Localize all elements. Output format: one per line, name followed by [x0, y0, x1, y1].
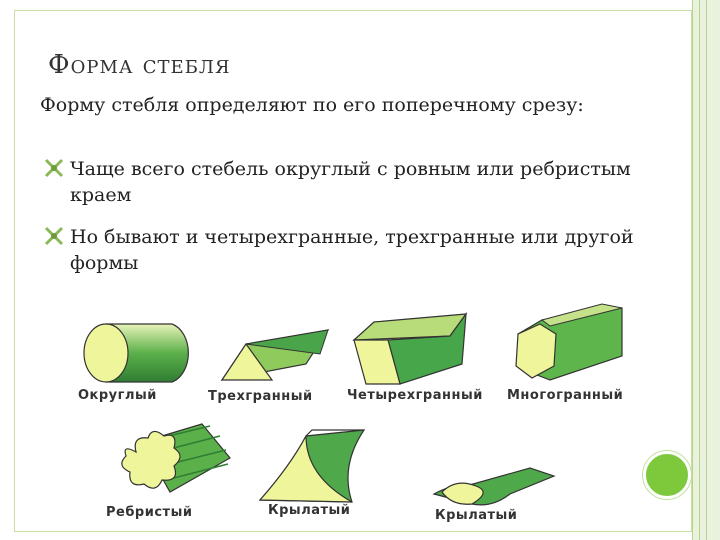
cylinder-stem-icon: [83, 323, 189, 383]
slide-frame: [14, 10, 692, 532]
rail-line-3: [706, 0, 707, 540]
fancy-bullet-icon: [44, 226, 66, 248]
slide-title: Форма стебля: [48, 50, 231, 80]
shape-label-ribbed: Ребристый: [106, 505, 193, 520]
shape-label-winged-flat: Крылатый: [435, 508, 518, 523]
shape-label-round: Округлый: [78, 388, 157, 403]
bullet-1-text: Чаще всего стебель округлый с ровным или…: [70, 158, 631, 206]
shape-label-winged: Крылатый: [268, 503, 351, 518]
square-prism-stem-icon: [352, 312, 468, 385]
winged-flat-stem-icon: [432, 467, 556, 506]
triangular-prism-stem-icon: [220, 329, 330, 381]
fancy-bullet-icon: [44, 158, 66, 180]
polygonal-prism-stem-icon: [515, 303, 623, 381]
bullet-2-text: Но бывают и четырехгранные, трехгранные …: [70, 226, 634, 274]
winged-stem-icon: [258, 429, 366, 503]
rail-line-2: [699, 0, 700, 540]
shape-label-square: Четырехгранный: [347, 388, 483, 403]
rail-line-1: [692, 0, 693, 540]
decorative-circle: [643, 451, 691, 499]
shape-label-polygonal: Многогранный: [507, 388, 624, 403]
shape-label-triangular: Трехгранный: [208, 389, 313, 404]
ribbed-stem-icon: [121, 423, 231, 493]
intro-text: Форму стебля определяют по его поперечно…: [40, 94, 584, 116]
